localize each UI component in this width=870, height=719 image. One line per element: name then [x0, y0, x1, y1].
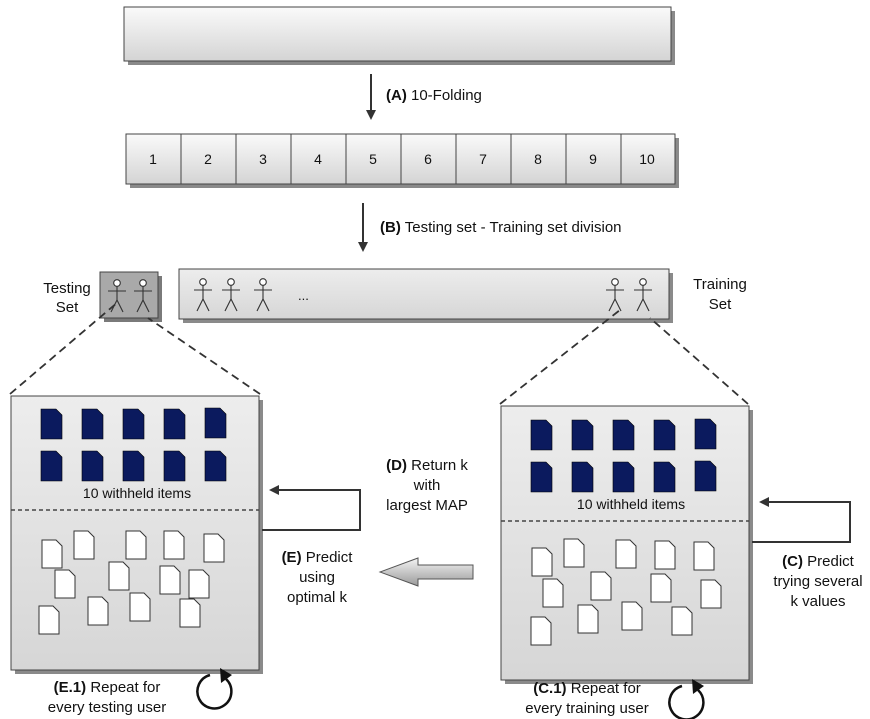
withheld-item	[694, 460, 717, 492]
item-doc	[650, 573, 672, 603]
repeat-cycle-icon	[668, 679, 705, 719]
fold-cell: 5	[369, 151, 377, 167]
step-c1-label: every training user	[525, 700, 648, 717]
withheld-item	[530, 461, 553, 493]
fold-cell: 3	[259, 151, 267, 167]
item-doc	[590, 571, 612, 601]
step-d-arrow	[262, 485, 361, 531]
testing-user-panel: 10 withheld items	[10, 395, 263, 674]
withheld-item	[204, 450, 227, 482]
withheld-item	[122, 408, 145, 440]
item-doc	[693, 541, 715, 571]
item-doc	[38, 605, 60, 635]
withheld-item	[571, 461, 594, 493]
step-c1-label: (C.1) Repeat for	[533, 680, 641, 697]
withheld-item	[653, 419, 676, 451]
withheld-item	[612, 461, 635, 493]
item-doc	[125, 530, 147, 560]
step-e-arrow	[378, 557, 474, 587]
step-c-arrow	[752, 497, 851, 543]
withheld-item	[122, 450, 145, 482]
step-e-label: (E) Predict	[282, 549, 354, 566]
step-e1-label: every testing user	[48, 699, 166, 716]
item-doc	[577, 604, 599, 634]
step-d-label: (D) Return k	[386, 457, 468, 474]
zoom-line	[147, 317, 261, 395]
folds-bar: 1 2 3 4 5 6 7 8 9 10	[125, 133, 679, 188]
zoom-line	[649, 317, 749, 405]
withheld-item	[204, 407, 227, 439]
fold-cell: 6	[424, 151, 432, 167]
step-e1-label: (E.1) Repeat for	[54, 679, 161, 696]
step-c-label: k values	[790, 593, 845, 610]
withheld-items-label: 10 withheld items	[577, 496, 685, 512]
item-doc	[129, 592, 151, 622]
item-doc	[542, 578, 564, 608]
ellipsis: ...	[298, 288, 309, 303]
item-doc	[73, 530, 95, 560]
item-doc	[563, 538, 585, 568]
withheld-item	[530, 419, 553, 451]
item-doc	[531, 547, 553, 577]
training-set-label: Set	[709, 296, 732, 313]
repeat-cycle-icon	[196, 668, 233, 710]
zoom-line	[9, 301, 119, 395]
withheld-item	[612, 419, 635, 451]
withheld-item	[40, 408, 63, 440]
withheld-item	[81, 450, 104, 482]
item-doc	[159, 565, 181, 595]
item-doc	[108, 561, 130, 591]
withheld-item	[81, 408, 104, 440]
fold-cell: 9	[589, 151, 597, 167]
fold-cell: 10	[639, 151, 655, 167]
training-user-panel: 10 withheld items	[500, 405, 753, 684]
fold-cell: 7	[479, 151, 487, 167]
training-set-box: ...	[178, 268, 673, 323]
withheld-items-label: 10 withheld items	[83, 485, 191, 501]
item-doc	[654, 540, 676, 570]
item-doc	[203, 533, 225, 563]
item-doc	[179, 598, 201, 628]
zoom-line	[499, 309, 621, 405]
step-e-label: optimal k	[287, 589, 348, 606]
fold-cell: 4	[314, 151, 322, 167]
withheld-item	[653, 461, 676, 493]
withheld-item	[571, 419, 594, 451]
step-d-label: largest MAP	[386, 497, 468, 514]
withheld-item	[163, 450, 186, 482]
step-c-label: (C) Predict	[782, 553, 855, 570]
item-doc	[163, 530, 185, 560]
fold-cell: 1	[149, 151, 157, 167]
step-c-label: trying several	[773, 573, 862, 590]
step-a-label: (A) 10-Folding	[386, 87, 482, 104]
withheld-item	[694, 418, 717, 450]
item-doc	[671, 606, 693, 636]
item-doc	[188, 569, 210, 599]
fold-cell: 8	[534, 151, 542, 167]
withheld-item	[163, 408, 186, 440]
fold-cell: 2	[204, 151, 212, 167]
testing-set-box	[99, 271, 162, 322]
item-doc	[530, 616, 552, 646]
item-doc	[54, 569, 76, 599]
step-d-label: with	[413, 477, 441, 494]
step-e-label: using	[299, 569, 335, 586]
item-doc	[700, 579, 722, 609]
item-doc	[87, 596, 109, 626]
testing-set-label: Testing	[43, 280, 91, 297]
withheld-item	[40, 450, 63, 482]
training-set-label: Training	[693, 276, 747, 293]
full-dataset-bar	[123, 6, 675, 65]
testing-set-label: Set	[56, 299, 79, 316]
item-doc	[41, 539, 63, 569]
item-doc	[615, 539, 637, 569]
step-b-label: (B) Testing set - Training set division	[380, 219, 622, 236]
item-doc	[621, 601, 643, 631]
